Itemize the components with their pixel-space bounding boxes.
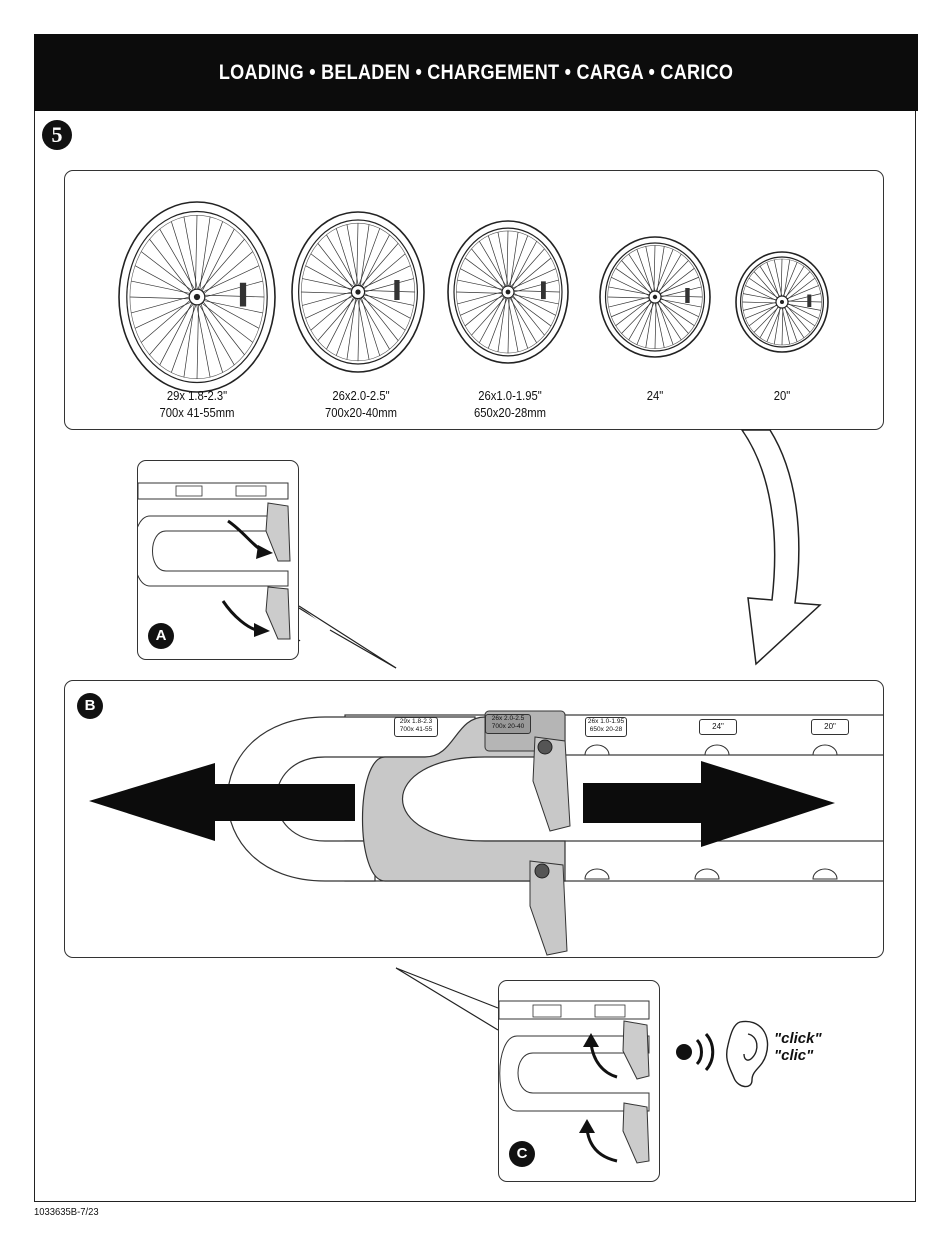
document-code: 1033635B-7/23 xyxy=(34,1206,99,1218)
ear-icon xyxy=(727,1021,768,1086)
click-sound-text: "click""clic" xyxy=(774,1030,822,1064)
sound-waves-icon xyxy=(676,1034,713,1070)
